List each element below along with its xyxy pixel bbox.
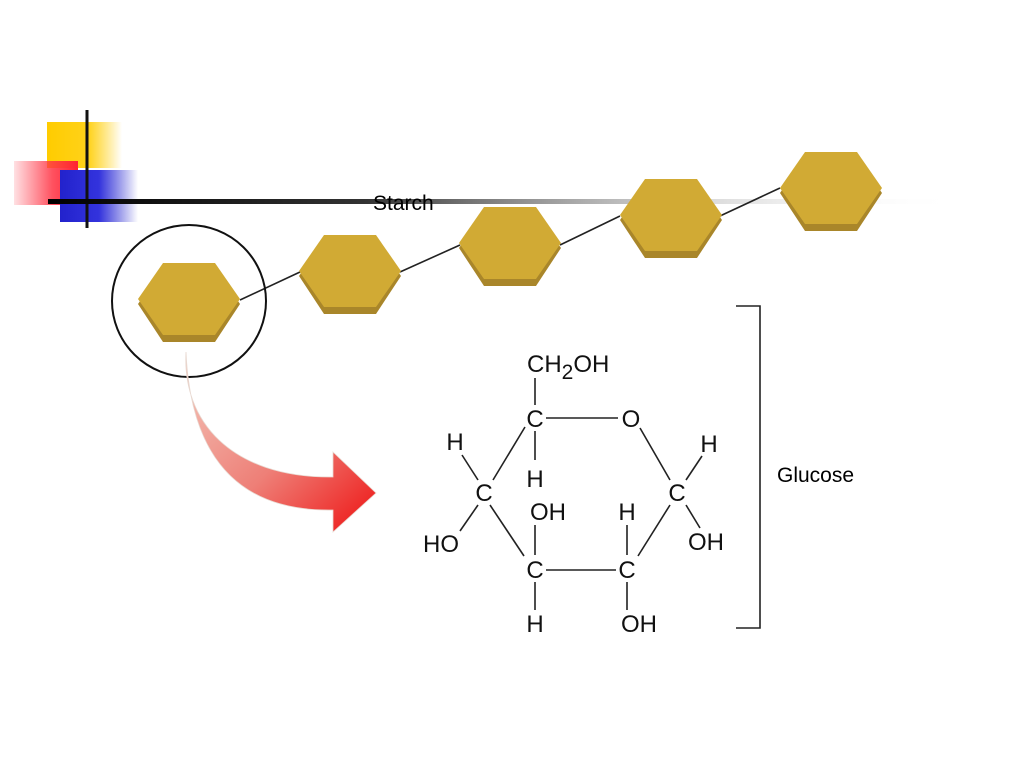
glucose-unit-hexagon — [459, 207, 561, 286]
atom-h-c3-bottom: H — [526, 611, 543, 638]
accent-yellow-square — [47, 122, 122, 168]
atom-ho-c4: HO — [423, 531, 459, 558]
atom-c4: C — [475, 480, 492, 507]
atom-h-c4-top: H — [446, 429, 463, 456]
highlight-circle — [111, 224, 267, 378]
starch-chain — [138, 152, 882, 342]
bond — [639, 427, 671, 481]
bond — [489, 504, 525, 557]
ch2oh-group: CH2OH — [527, 351, 609, 384]
subscript-two: 2 — [562, 361, 574, 384]
atom-oh-c3-top: OH — [530, 499, 566, 526]
glucose-unit-hexagon — [780, 152, 882, 231]
atom-c3: C — [526, 557, 543, 584]
atom-h-c2-top: H — [618, 499, 635, 526]
atom-ring-oxygen: O — [622, 406, 641, 433]
atom-h-c1-top: H — [700, 431, 717, 458]
chain-bond — [239, 271, 301, 301]
atom-c1: C — [668, 480, 685, 507]
atom-c2: C — [618, 557, 635, 584]
glucose-atoms: CH2OH C O C C C C H H H OH H HO OH H OH — [423, 351, 724, 638]
chain-bond — [399, 244, 461, 273]
accent-blue-square — [60, 170, 138, 222]
curved-arrow — [185, 351, 377, 533]
bond — [459, 504, 479, 532]
chain-bond — [559, 215, 621, 246]
ch-text: CH — [527, 351, 562, 378]
atom-oh-c1: OH — [688, 529, 724, 556]
bond — [492, 426, 526, 481]
glucose-unit-hexagon — [299, 235, 401, 314]
glucose-bracket — [736, 305, 761, 629]
bond — [637, 504, 671, 557]
bond — [685, 504, 701, 529]
starch-label: Starch — [373, 192, 434, 215]
glucose-unit-hexagon — [620, 179, 722, 258]
bond — [461, 454, 479, 481]
glucose-structure — [459, 378, 703, 610]
glucose-label: Glucose — [777, 464, 854, 487]
atom-c5: C — [526, 406, 543, 433]
corner-accent — [14, 110, 960, 228]
bond — [685, 455, 703, 481]
oh-text: OH — [573, 351, 609, 378]
chain-bond — [719, 187, 781, 217]
title-rule-line — [48, 199, 960, 204]
atom-oh-c2-bottom: OH — [621, 611, 657, 638]
glucose-unit-hexagon — [138, 263, 240, 342]
atom-h-c5-below: H — [526, 466, 543, 493]
